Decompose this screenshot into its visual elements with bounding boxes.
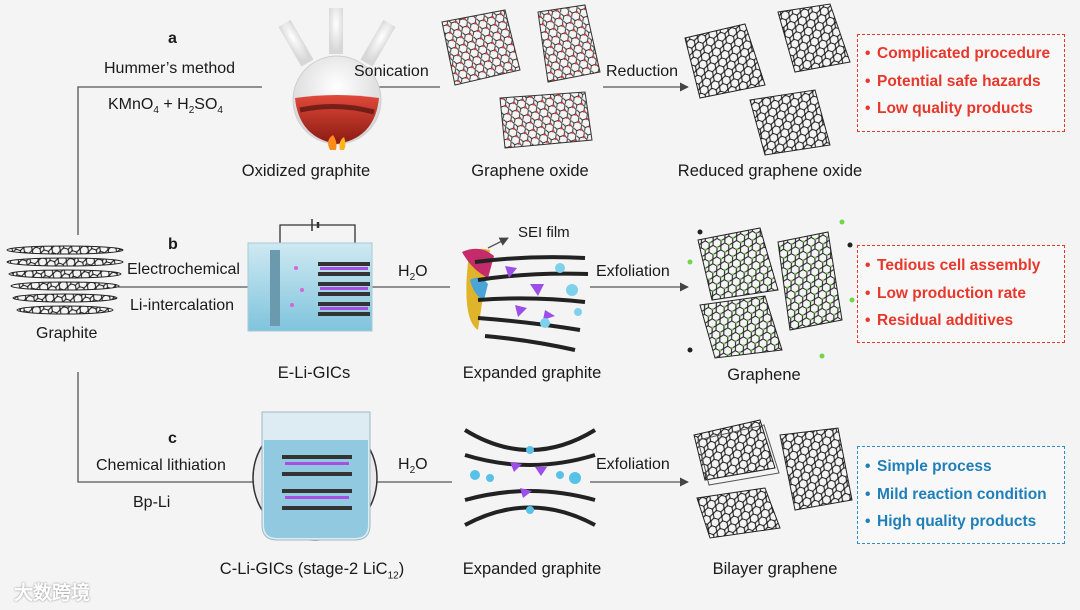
- electrochemical-label: Electrochemical: [127, 261, 240, 278]
- reduced-graphene-oxide-caption: Reduced graphene oxide: [677, 162, 863, 180]
- round-flask-image: [278, 8, 396, 150]
- issue-item: •Potential safe hazards: [865, 72, 1041, 90]
- issue-item: •Tedious cell assembly: [865, 257, 1041, 274]
- sonication-label: Sonication: [354, 63, 429, 80]
- expanded-graphite-caption-b: Expanded graphite: [462, 364, 602, 382]
- watermark: 大数跨境: [14, 583, 91, 604]
- issues-box-b: •Tedious cell assembly •Low production r…: [857, 245, 1065, 343]
- panel-letter-a: a: [168, 30, 177, 47]
- reduced-graphene-oxide-image: [684, 3, 851, 156]
- issues-box-a: •Complicated procedure •Potential safe h…: [857, 34, 1065, 132]
- bilayer-graphene-image: [693, 419, 853, 539]
- graphite-stack-image: [6, 245, 124, 315]
- issue-item: •Low production rate: [865, 284, 1026, 302]
- electrochemical-cell-image: [247, 219, 373, 332]
- reagents-label: KMnO4 + H2SO4: [108, 96, 223, 117]
- water-label-b: H2O: [398, 263, 428, 284]
- benefit-item: •High quality products: [865, 513, 1037, 530]
- benefit-item: •Mild reaction condition: [865, 485, 1047, 503]
- issue-item: •Complicated procedure: [865, 45, 1051, 62]
- c-li-gics-caption: C-Li-GICs (stage-2 LiC12): [219, 560, 405, 582]
- li-intercalation-label: Li-intercalation: [130, 297, 235, 314]
- bilayer-graphene-caption: Bilayer graphene: [712, 560, 838, 578]
- water-label-c: H2O: [398, 456, 428, 477]
- panel-letter-c: c: [168, 430, 177, 447]
- benefit-item: •Simple process: [865, 458, 992, 475]
- beaker-image: [252, 411, 378, 541]
- issue-item: •Low quality products: [865, 100, 1033, 117]
- hummers-method-label: Hummer’s method: [104, 60, 236, 77]
- exfoliation-label-c: Exfoliation: [596, 456, 670, 473]
- connector-lines: [77, 82, 689, 487]
- issue-item: •Residual additives: [865, 312, 1014, 329]
- bp-li-label: Bp-Li: [133, 494, 171, 511]
- graphite-label: Graphite: [36, 325, 98, 342]
- exfoliation-label-b: Exfoliation: [596, 263, 670, 280]
- benefits-box-c: •Simple process •Mild reaction condition…: [857, 446, 1065, 544]
- panel-letter-b: b: [168, 236, 178, 253]
- expanded-graphite-image: [463, 428, 597, 527]
- expanded-graphite-sei-image: [462, 248, 589, 352]
- graphene-with-additives-image: [687, 219, 855, 359]
- e-li-gics-caption: E-Li-GICs: [277, 364, 351, 382]
- reduction-label: Reduction: [606, 63, 679, 80]
- sei-film-label: SEI film: [518, 224, 570, 241]
- oxidized-graphite-caption: Oxidized graphite: [241, 162, 371, 180]
- graphene-oxide-caption: Graphene oxide: [471, 162, 589, 180]
- expanded-graphite-caption-c: Expanded graphite: [462, 560, 602, 578]
- graphene-caption: Graphene: [727, 366, 801, 384]
- chemical-lithiation-label: Chemical lithiation: [96, 457, 226, 474]
- graphene-oxide-image: [441, 4, 601, 149]
